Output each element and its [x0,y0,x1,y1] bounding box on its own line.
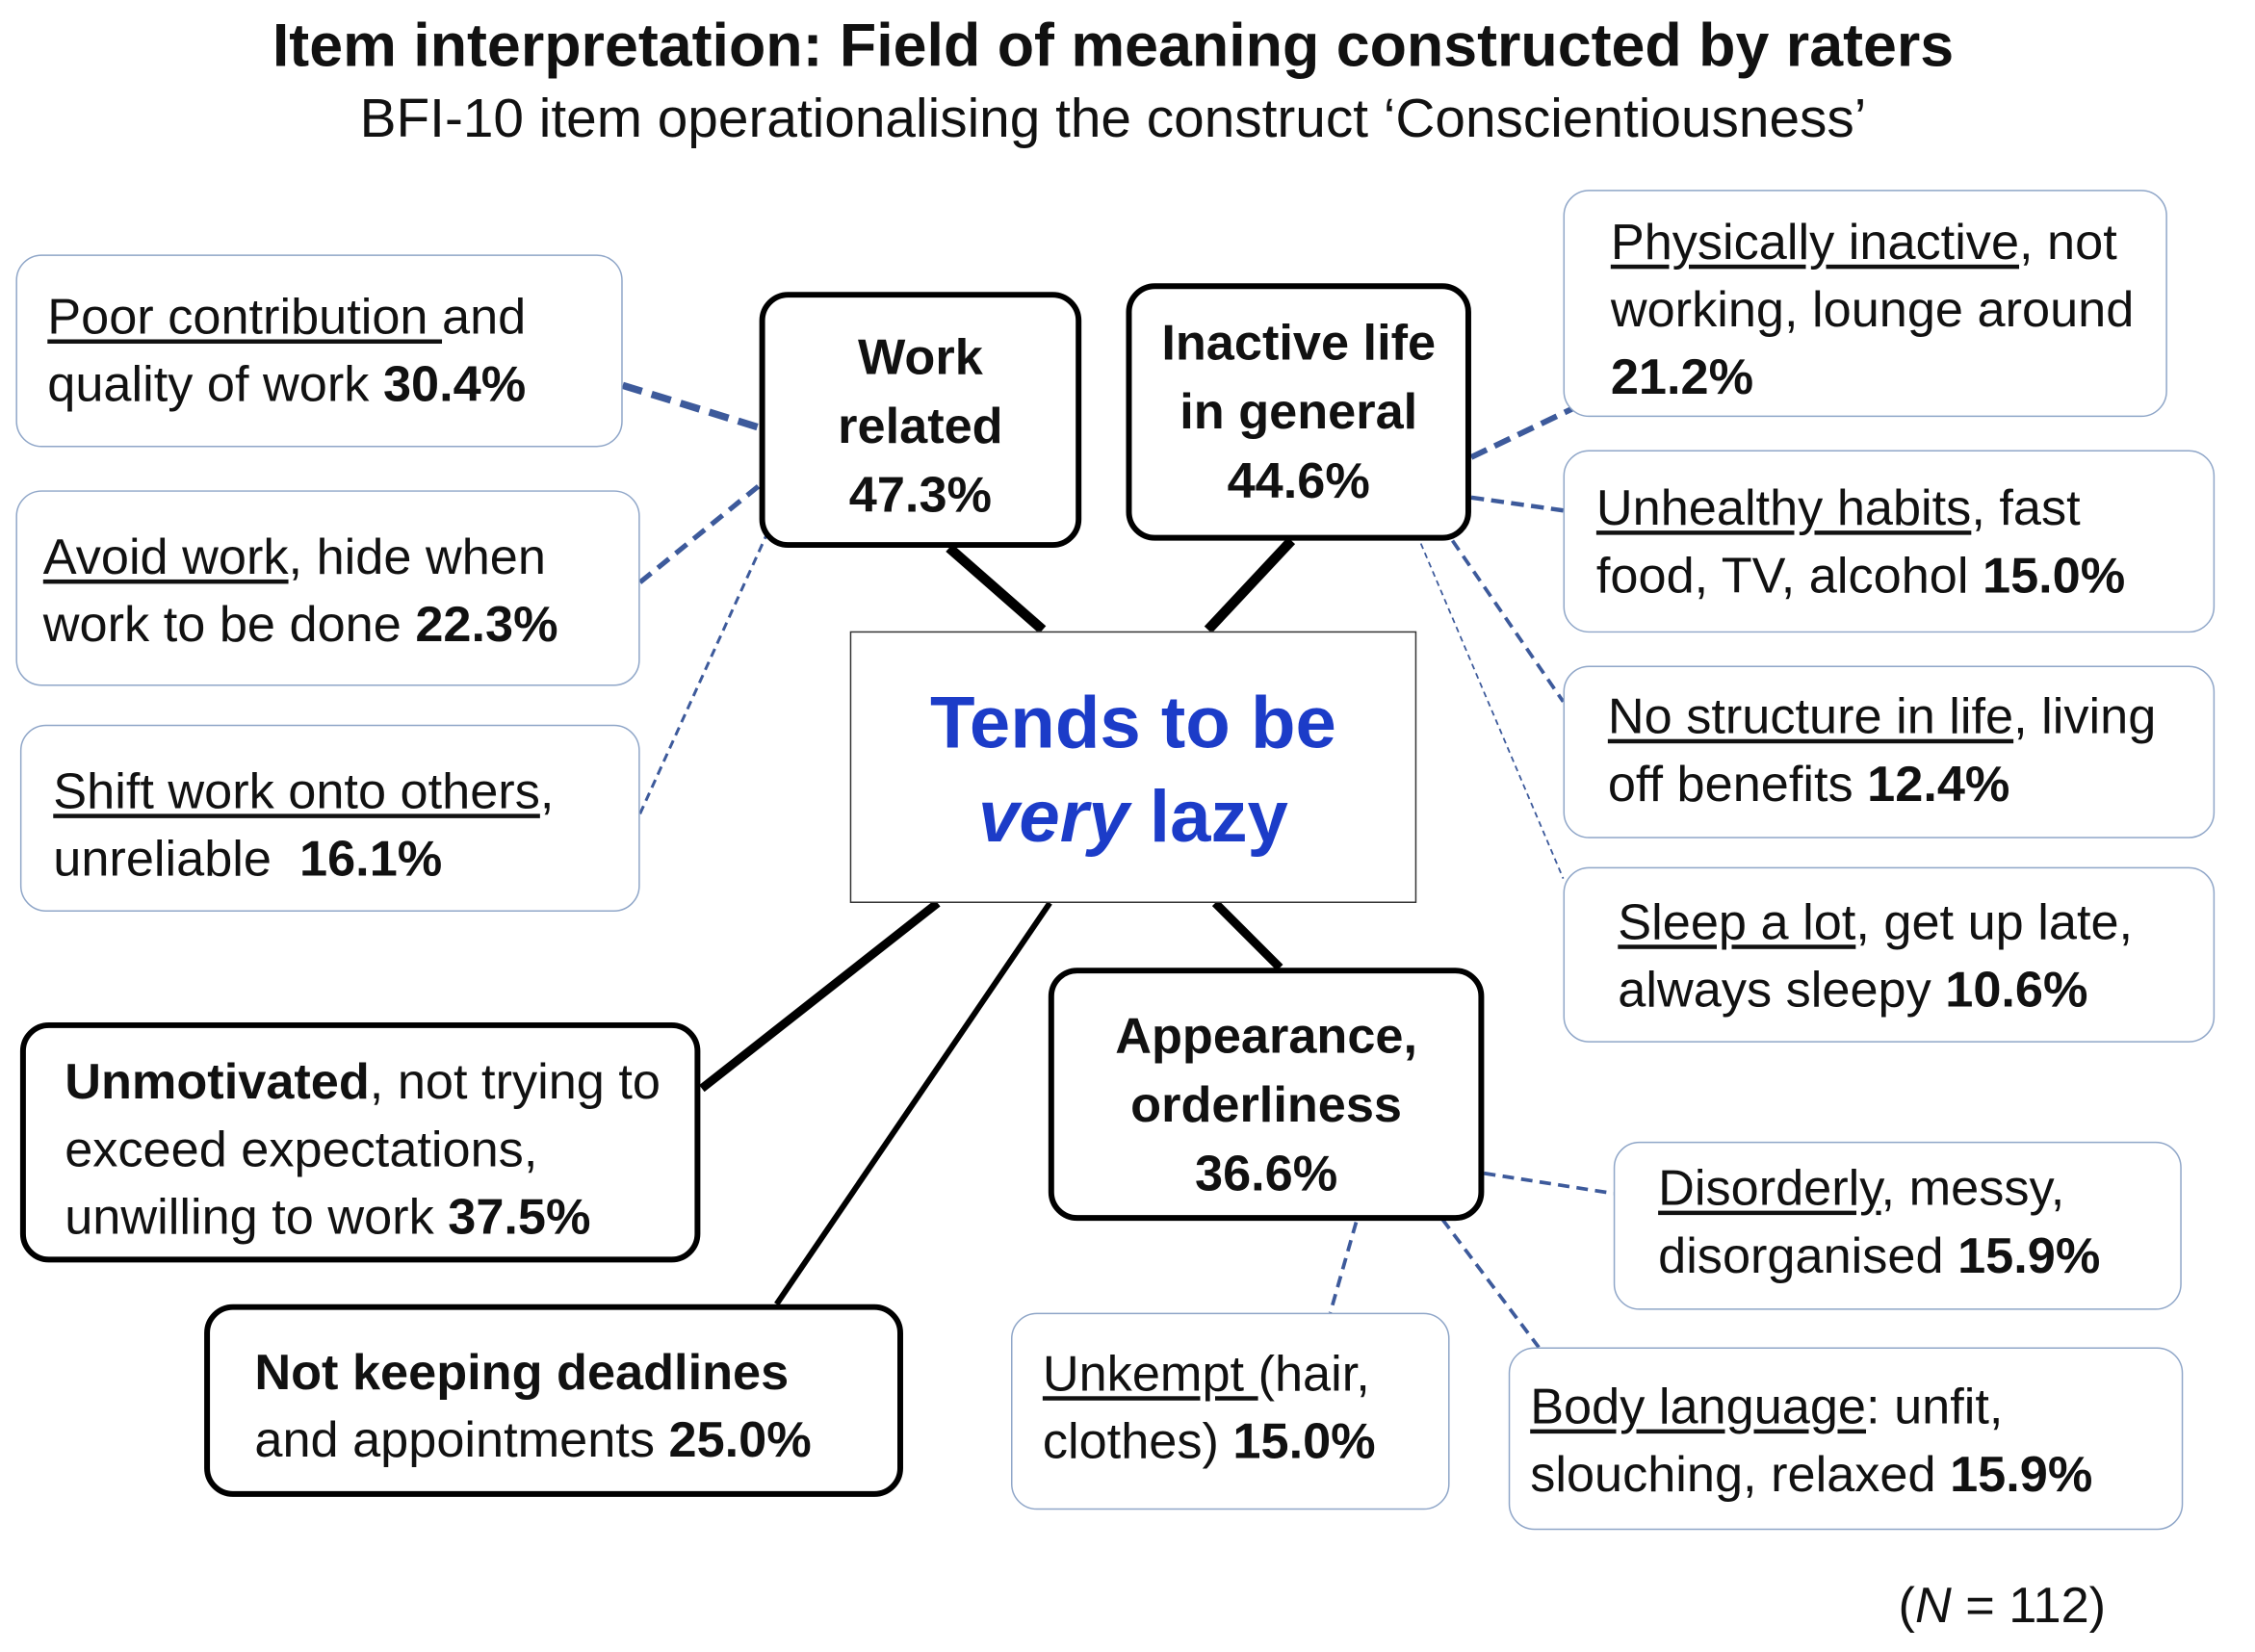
item-disorderly-pct: 15.9% [1957,1227,2101,1284]
link-appearance-body [1440,1218,1541,1349]
link-work-avoid [638,480,765,584]
sample-size-value: = 112) [1951,1577,2107,1634]
link-center-unmotivated [699,899,941,1093]
sample-size-note: (N = 112) [1899,1573,2106,1639]
item-avoid-work-pct: 22.3% [415,596,558,654]
item-unmotivated-term: Unmotivated [65,1053,370,1111]
item-no-structure-term: No structure in life [1607,688,2014,745]
item-body-language-pct: 15.9% [1950,1446,2093,1503]
item-poor-contribution-term: Poor contribution [47,289,443,346]
link-appearance-unkempt [1328,1222,1359,1314]
item-physically-inactive: Physically inactive, not working, lounge… [1563,190,2167,418]
item-unmotivated: Unmotivated, not trying to exceed expect… [19,1021,701,1263]
item-disorderly-term: Disorderly [1658,1160,1881,1217]
item-unkempt-text: (hair, clothes) [1042,1346,1370,1470]
item-deadlines-text: and appointments [254,1411,669,1468]
link-inactive-physical [1469,403,1578,460]
item-physically-inactive-pct: 21.2% [1610,348,1754,406]
item-sleep-a-lot-pct: 10.6% [1945,962,2088,1019]
item-unmotivated-pct: 37.5% [448,1189,591,1246]
diagram-subtitle: BFI-10 item operationalising the constru… [359,89,1867,150]
item-no-structure-text: , living off benefits [1607,688,2157,813]
item-unkempt: Unkempt (hair, clothes) 15.0% [1011,1312,1450,1510]
sample-size-open: ( [1898,1577,1915,1634]
category-work-line2: related [838,398,1003,454]
item-sleep-a-lot: Sleep a lot, get up late, always sleepy … [1563,866,2216,1043]
center-item-box: Tends to be very lazy [849,631,1417,903]
item-deadlines: Not keeping deadlines and appointments 2… [204,1304,903,1497]
item-no-structure-pct: 12.4% [1867,756,2010,813]
item-sleep-a-lot-term: Sleep a lot [1618,894,1856,951]
category-appearance: Appearance, orderliness 36.6% [1048,968,1485,1222]
category-inactive-pct: 44.6% [1227,452,1370,509]
category-work-line1: Work [858,329,983,386]
link-inactive-structure [1450,539,1566,703]
item-shift-work-term: Shift work onto others [53,763,540,820]
item-unhealthy-habits-text: , fast food, TV, alcohol [1595,479,2081,605]
link-inactive-unhealthy [1470,495,1564,513]
item-deadlines-pct: 25.0% [668,1411,812,1468]
item-unmotivated-text: , not trying to exceed expectations, unw… [65,1053,661,1246]
sample-size-symbol: N [1914,1577,1952,1634]
item-avoid-work-text: , hide when work to be done [42,529,546,654]
item-no-structure: No structure in life, living off benefit… [1563,665,2216,839]
item-avoid-work: Avoid work, hide when work to be done 22… [15,490,640,686]
link-appearance-disorderly [1484,1171,1615,1196]
item-disorderly-text: , messy, disorganised [1658,1160,2065,1284]
center-line2: very lazy [851,769,1414,863]
center-rest: lazy [1128,775,1288,858]
category-work-pct: 47.3% [848,467,993,524]
item-shift-work: Shift work onto others, unreliable 16.1% [19,724,640,912]
item-avoid-work-term: Avoid work [42,529,289,585]
item-deadlines-term: Not keeping deadlines [254,1344,790,1401]
item-poor-contribution-text: and quality of work [47,289,527,413]
item-sleep-a-lot-text: , get up late, always sleepy [1618,894,2134,1019]
link-work-poor [621,381,764,432]
center-line1: Tends to be [930,681,1336,764]
link-inactive-sleep [1419,543,1565,879]
item-unhealthy-habits-term: Unhealthy habits [1595,479,1972,537]
item-poor-contribution: Poor contribution and quality of work 30… [15,254,623,448]
link-center-inactive [1204,537,1296,633]
category-inactive-life: Inactive life in general 44.6% [1126,283,1471,541]
center-italic: very [977,775,1129,858]
item-poor-contribution-pct: 30.4% [382,356,527,413]
link-work-shift [638,534,768,814]
item-unkempt-pct: 15.0% [1232,1413,1376,1470]
category-inactive-line2: in general [1179,383,1418,441]
item-body-language-term: Body language [1530,1379,1867,1435]
item-shift-work-pct: 16.1% [299,831,443,888]
item-body-language-text: : unfit, slouching, relaxed [1530,1379,2004,1503]
item-disorderly: Disorderly, messy, disorganised 15.9% [1613,1141,2182,1310]
item-body-language: Body language: unfit, slouching, relaxed… [1508,1347,2184,1531]
item-unhealthy-habits: Unhealthy habits, fast food, TV, alcohol… [1563,450,2216,633]
item-physically-inactive-term: Physically inactive [1610,214,2020,271]
category-appearance-line2: orderliness [1130,1076,1403,1133]
item-unkempt-term: Unkempt [1042,1346,1258,1403]
link-center-deadlines [774,901,1052,1306]
item-shift-work-text: , unreliable [53,763,555,888]
link-center-work [946,544,1047,634]
link-center-appearance [1211,899,1283,971]
item-unhealthy-habits-pct: 15.0% [1982,548,2126,605]
category-appearance-line1: Appearance, [1115,1008,1418,1065]
category-work-related: Work related 47.3% [759,292,1082,549]
category-appearance-pct: 36.6% [1194,1146,1338,1202]
category-inactive-line1: Inactive life [1161,315,1437,372]
diagram-title: Item interpretation: Field of meaning co… [272,11,1955,80]
item-physically-inactive-text: , not working, lounge around [1610,214,2135,338]
